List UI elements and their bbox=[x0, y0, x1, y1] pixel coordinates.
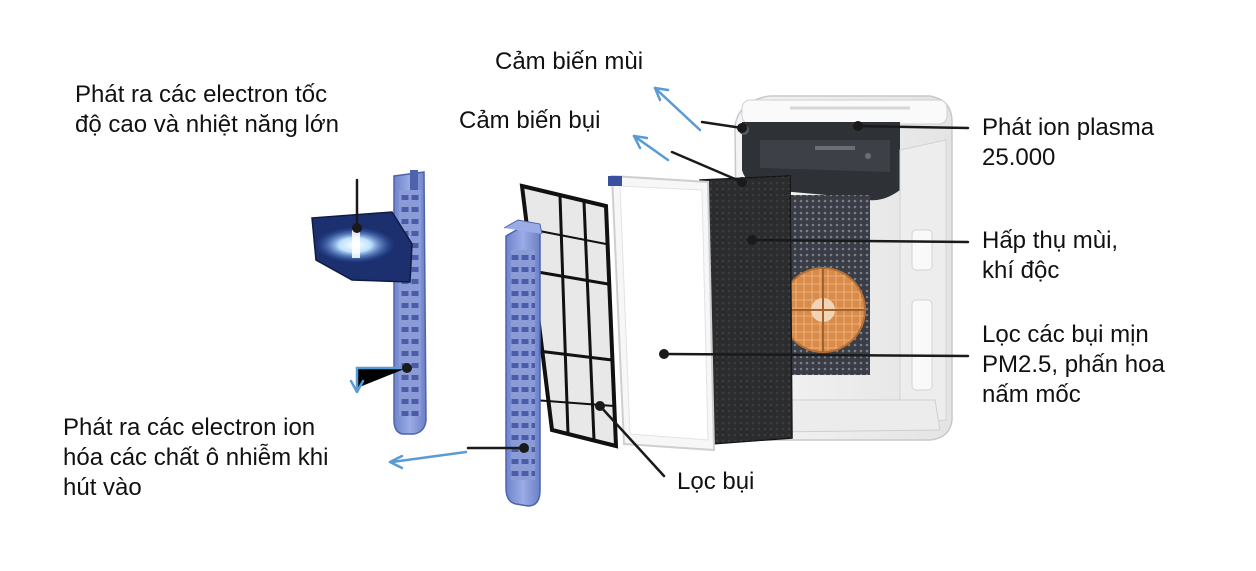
carbon-filter bbox=[699, 175, 793, 445]
label-electron-ionize: Phát ra các electron ion hóa các chất ô … bbox=[63, 413, 329, 503]
leader-lines bbox=[349, 86, 970, 478]
hepa-filter bbox=[608, 174, 716, 452]
label-line: hóa các chất ô nhiễm khi bbox=[63, 444, 329, 471]
label-dust-sensor: Cảm biến bụi bbox=[459, 107, 601, 134]
label-line: độ cao và nhiệt năng lớn bbox=[75, 111, 339, 138]
label-line: PM2.5, phấn hoa bbox=[982, 351, 1165, 378]
label-odor-absorb: Hấp thụ mùi, khí độc bbox=[982, 226, 1118, 286]
ion-generator-front bbox=[503, 219, 543, 507]
label-line: khí độc bbox=[982, 257, 1060, 284]
label-line: Phát ra các electron tốc bbox=[75, 81, 328, 108]
label-line: 25.000 bbox=[982, 144, 1056, 171]
label-line: Phát ion plasma bbox=[982, 114, 1155, 141]
label-plasma-ion: Phát ion plasma 25.000 bbox=[982, 113, 1154, 173]
label-electron-high-speed: Phát ra các electron tốc độ cao và nhiệt… bbox=[75, 80, 339, 140]
label-line: Phát ra các electron ion bbox=[63, 414, 316, 441]
electron-emitter bbox=[311, 211, 413, 283]
label-line: hút vào bbox=[63, 474, 142, 501]
label-line: Lọc các bụi mịn bbox=[982, 321, 1149, 348]
label-fine-dust: Lọc các bụi mịn PM2.5, phấn hoa nấm mốc bbox=[982, 320, 1182, 410]
label-dust-filter: Lọc bụi bbox=[677, 468, 755, 495]
pre-filter-frame bbox=[519, 183, 619, 449]
ion-generator-left bbox=[393, 170, 427, 435]
label-line: Hấp thụ mùi, bbox=[982, 227, 1119, 254]
label-line: nấm mốc bbox=[982, 381, 1081, 408]
label-odor-sensor: Cảm biến mùi bbox=[495, 48, 644, 75]
